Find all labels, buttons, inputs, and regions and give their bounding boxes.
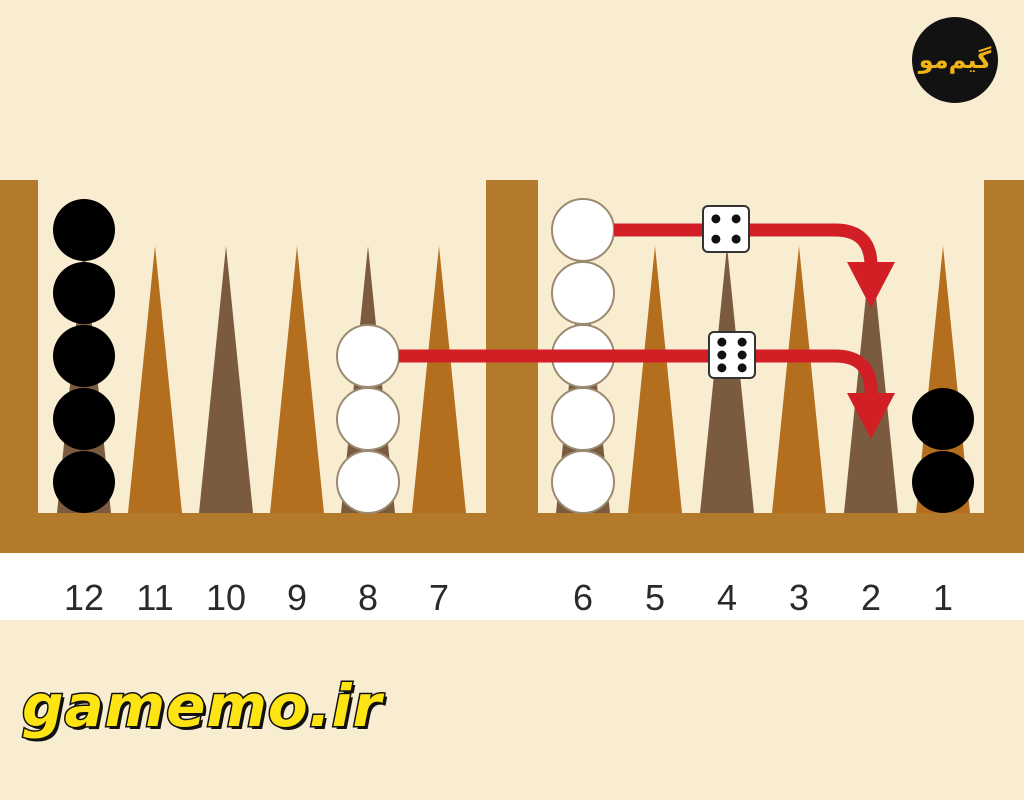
white-checker-point-6: [551, 387, 615, 451]
white-checker-point-6: [551, 450, 615, 514]
logo-badge: گیم‌مو: [912, 17, 998, 103]
move-arrows: [399, 223, 895, 439]
die-face: [708, 331, 756, 379]
die-pip: [711, 214, 721, 224]
backgammon-board: [0, 180, 1024, 553]
point-number-strip: 12 11 10 9 8 7 6 5 4 3 2 1: [0, 553, 1024, 620]
logo-text: گیم‌مو: [918, 46, 992, 74]
die-pip: [717, 363, 727, 373]
die-pip: [737, 337, 747, 347]
point-triangle-7: [412, 246, 466, 513]
black-checker-point-12: [53, 451, 115, 513]
point-label-12: 12: [63, 577, 105, 618]
black-checker-point-12: [53, 262, 115, 324]
die-pip: [737, 350, 747, 360]
die-pip: [731, 214, 741, 224]
point-triangle-3: [772, 246, 826, 513]
die-pip: [711, 234, 721, 244]
die-face: [702, 205, 750, 253]
point-label-9: 9: [286, 577, 308, 618]
point-label-5: 5: [644, 577, 666, 618]
point-triangle-9: [270, 246, 324, 513]
point-triangle-11: [128, 246, 182, 513]
point-triangle-10: [199, 246, 253, 513]
white-checker-point-6: [551, 261, 615, 325]
dice: [702, 205, 756, 379]
move-arrow-head: [847, 393, 895, 439]
die-pip: [731, 234, 741, 244]
frame-left-wall: [0, 180, 38, 552]
point-label-3: 3: [788, 577, 810, 618]
black-checker-point-1: [912, 388, 974, 450]
die-pip: [737, 363, 747, 373]
site-watermark: gamemo.ir: [20, 671, 383, 742]
frame-right-wall: [984, 180, 1024, 552]
board-checkers: [53, 198, 974, 514]
point-label-11: 11: [136, 577, 174, 618]
point-label-4: 4: [716, 577, 738, 618]
die-pip: [717, 337, 727, 347]
point-label-7: 7: [428, 577, 450, 618]
frame-bar: [486, 180, 538, 552]
board-frame: [0, 180, 1024, 553]
black-checker-point-1: [912, 451, 974, 513]
move-arrow-head: [847, 262, 895, 308]
point-label-6: 6: [572, 577, 594, 618]
white-checker-point-8: [336, 324, 400, 388]
point-label-1: 1: [932, 577, 954, 618]
move-arrow-line: [399, 349, 878, 393]
white-checker-point-8: [336, 450, 400, 514]
black-checker-point-12: [53, 388, 115, 450]
point-triangle-4: [700, 246, 754, 513]
point-label-8: 8: [357, 577, 379, 618]
die-pip: [717, 350, 727, 360]
point-label-10: 10: [205, 577, 247, 618]
frame-bottom-rail: [0, 513, 1024, 553]
black-checker-point-12: [53, 199, 115, 261]
point-triangle-5: [628, 246, 682, 513]
white-checker-point-6: [551, 198, 615, 262]
white-checker-point-8: [336, 387, 400, 451]
black-checker-point-12: [53, 325, 115, 387]
point-label-2: 2: [860, 577, 882, 618]
